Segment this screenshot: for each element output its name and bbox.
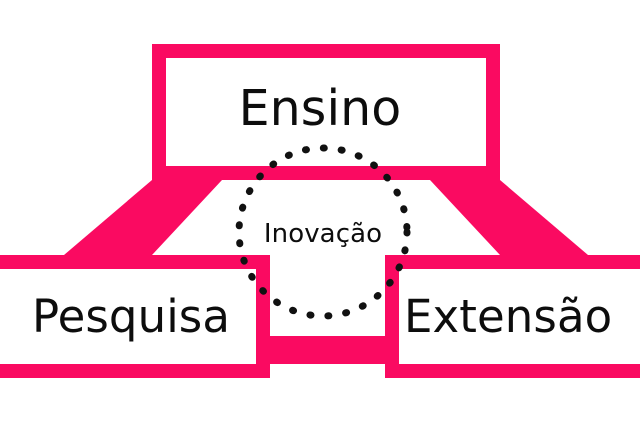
node-label-pesquisa: Pesquisa (31, 290, 231, 343)
node-label-inovacao: Inovação (263, 219, 383, 249)
connector-ensino-pesquisa (64, 180, 222, 255)
node-label-ensino: Ensino (238, 80, 402, 137)
node-box-extensao[interactable] (385, 255, 640, 378)
node-label-extensao: Extensão (404, 290, 613, 343)
node-box-ensino[interactable] (152, 44, 500, 180)
node-circle-inovacao[interactable] (235, 144, 411, 320)
connector-pesquisa-extensao (256, 336, 400, 364)
node-box-pesquisa[interactable] (0, 255, 270, 378)
connector-ensino-extensao (430, 180, 588, 255)
